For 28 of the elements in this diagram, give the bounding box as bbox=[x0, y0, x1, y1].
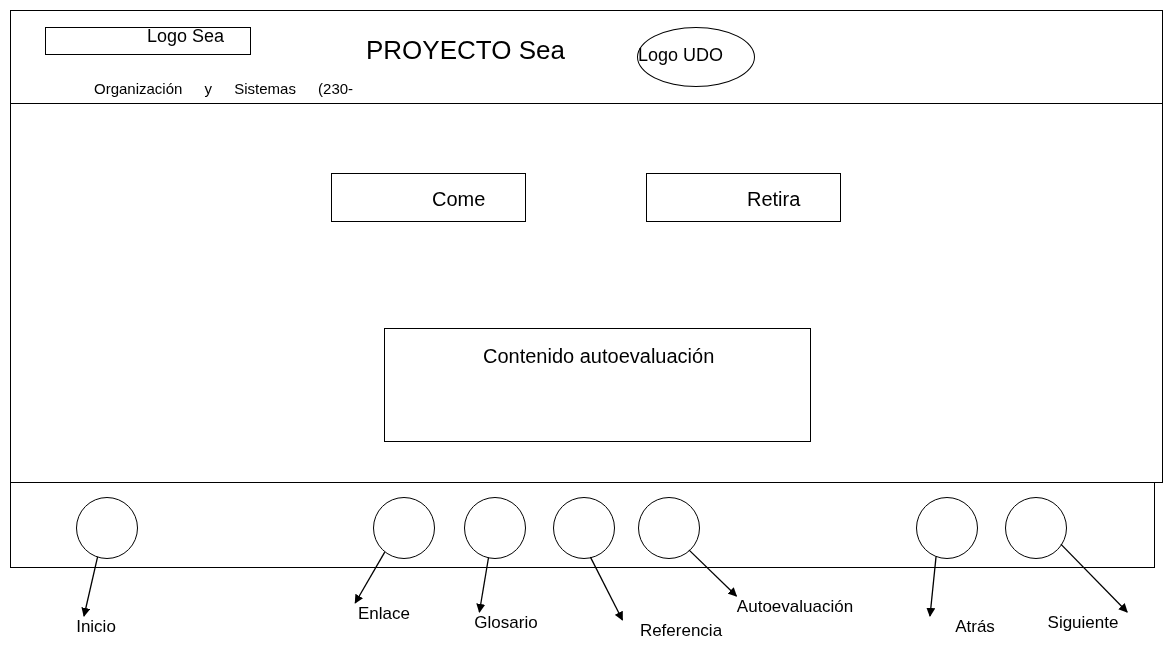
link-label: Atrás bbox=[925, 616, 1025, 638]
link-label: Inicio bbox=[66, 616, 126, 638]
arrow bbox=[354, 551, 386, 604]
arrow bbox=[688, 549, 738, 597]
link-label: Glosario bbox=[468, 612, 544, 634]
arrow bbox=[589, 556, 624, 621]
placeholder-box bbox=[45, 27, 251, 55]
label-text: Contenido autoevaluación bbox=[483, 345, 715, 368]
placeholder-box bbox=[646, 173, 841, 222]
placeholder-box bbox=[331, 173, 526, 222]
placeholder-box bbox=[384, 328, 811, 442]
label-text: Come bbox=[432, 188, 486, 211]
link-label: Siguiente bbox=[1037, 612, 1129, 634]
panel-band bbox=[10, 103, 1163, 483]
label-text: Organización y Sistemas (230- bbox=[94, 80, 354, 97]
label-text: Logo UDO bbox=[638, 45, 724, 66]
arrow bbox=[476, 556, 490, 613]
label-text: Retira bbox=[747, 188, 801, 211]
arrow bbox=[926, 555, 937, 617]
link-label: Referencia bbox=[620, 620, 742, 642]
panel-band bbox=[10, 482, 1155, 568]
panel-band bbox=[10, 10, 1163, 104]
arrow bbox=[81, 556, 99, 617]
arrow bbox=[1060, 543, 1128, 613]
link-label: Autoevaluación bbox=[734, 596, 856, 618]
label-text: Logo Sea bbox=[147, 26, 225, 47]
page-title: PROYECTO Sea bbox=[366, 35, 565, 66]
link-label: Enlace bbox=[352, 603, 416, 625]
